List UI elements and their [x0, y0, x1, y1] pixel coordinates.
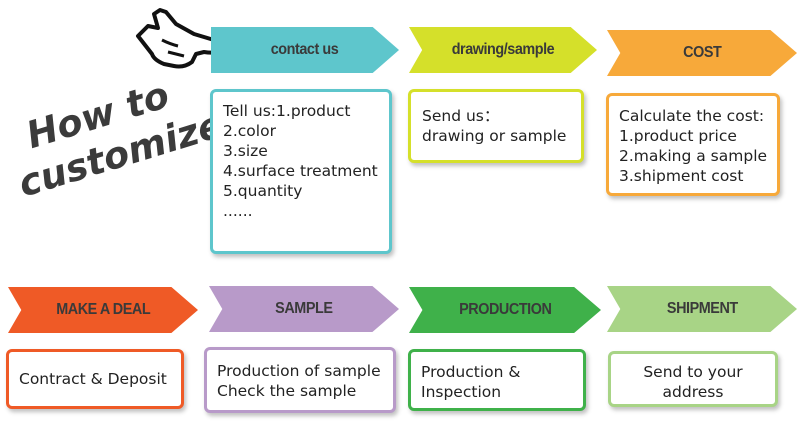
step-deal-arrow: MAKE A DEAL: [8, 287, 198, 333]
step-contact-line-5: 5.quantity: [223, 182, 303, 200]
step-sample-line-2: Check the sample: [217, 382, 357, 400]
step-shipment-line-2: address: [662, 383, 724, 401]
step-contact-line-6: ......: [223, 202, 253, 220]
step-cost-arrow: COST: [607, 30, 797, 76]
step-contact-line-2: 2.color: [223, 122, 276, 140]
step-drawing-line-1: Send us：: [422, 107, 500, 125]
step-contact-line-3: 3.size: [223, 142, 268, 160]
step-cost-line-4: 3.shipment cost: [619, 167, 744, 185]
step-production-arrow: PRODUCTION: [409, 287, 601, 333]
step-contact-arrow: contact us: [211, 27, 399, 73]
headline: How to customize?: [1, 67, 248, 237]
step-contact-line-4: 4.surface treatment: [223, 162, 378, 180]
step-drawing-line-2: drawing or sample: [422, 127, 567, 145]
step-sample-box: Production of sample Check the sample: [204, 347, 396, 413]
step-deal-box: Contract & Deposit: [6, 349, 184, 409]
step-production-line-2: Inspection: [421, 383, 502, 401]
step-drawing-title: drawing/sample: [451, 41, 555, 58]
step-sample-line-1: Production of sample: [217, 362, 381, 380]
step-sample-arrow: SAMPLE: [209, 286, 399, 332]
step-deal-line-1: Contract & Deposit: [19, 370, 167, 388]
step-drawing-box: Send us： drawing or sample: [408, 89, 584, 163]
step-shipment-arrow: SHIPMENT: [607, 286, 797, 332]
step-production-title: PRODUCTION: [458, 301, 552, 318]
step-cost-box: Calculate the cost: 1.product price 2.ma…: [606, 93, 780, 196]
step-cost-title: COST: [682, 44, 722, 61]
step-production-line-1: Production &: [421, 363, 521, 381]
step-deal-title: MAKE A DEAL: [56, 301, 150, 318]
step-cost-line-3: 2.making a sample: [619, 147, 768, 165]
step-drawing-arrow: drawing/sample: [409, 27, 597, 73]
step-sample-title: SAMPLE: [275, 300, 333, 317]
step-production-box: Production & Inspection: [408, 349, 586, 411]
step-contact-title: contact us: [271, 41, 339, 58]
step-shipment-box: Send to your address: [608, 351, 778, 407]
step-cost-line-2: 1.product price: [619, 127, 737, 145]
step-contact-box: Tell us:1.product 2.color 3.size 4.surfa…: [210, 89, 392, 254]
step-contact-line-1: Tell us:1.product: [223, 102, 351, 120]
step-cost-line-1: Calculate the cost:: [619, 107, 765, 125]
step-shipment-line-1: Send to your: [643, 363, 743, 381]
step-shipment-title: SHIPMENT: [666, 300, 738, 317]
